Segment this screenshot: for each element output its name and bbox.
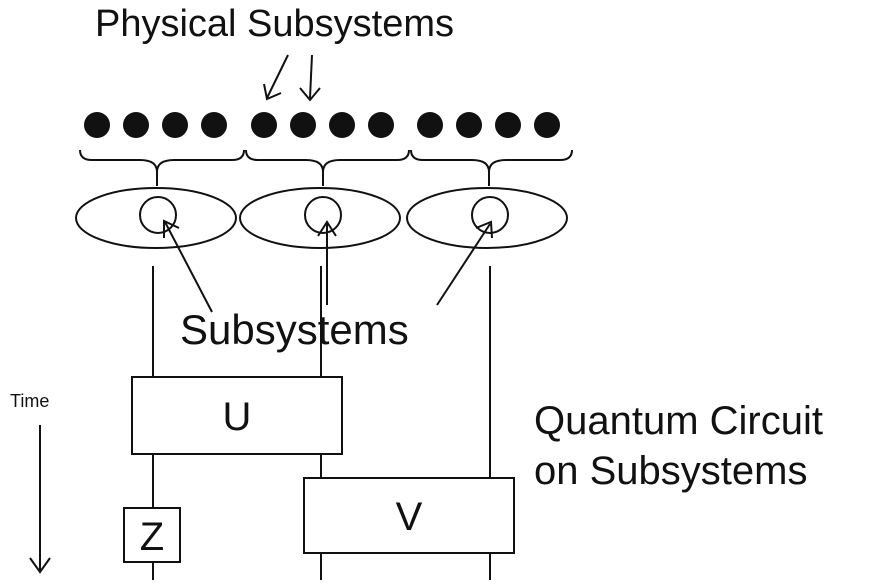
- physical-dot: [368, 112, 394, 138]
- physical-dot: [201, 112, 227, 138]
- gate-v-label: V: [396, 495, 423, 539]
- braces: [79, 149, 573, 186]
- title-arrows: [263, 54, 321, 102]
- subsystem-ellipse-1: [75, 187, 237, 249]
- time-arrow: [29, 425, 51, 574]
- gate-z: Z: [123, 507, 181, 563]
- physical-dot: [417, 112, 443, 138]
- brace-2: [245, 149, 410, 186]
- brace-3: [410, 149, 573, 186]
- subsystem-ellipses: [75, 187, 568, 249]
- title-arrow-right-head: [299, 87, 321, 102]
- gate-u-label: U: [223, 395, 252, 439]
- subsystem-circle-2: [304, 196, 342, 234]
- gate-u-box: [131, 376, 343, 455]
- circuit-label-line1: Quantum Circuit: [534, 399, 823, 443]
- physical-dot: [456, 112, 482, 138]
- physical-dot: [84, 112, 110, 138]
- physical-dot: [123, 112, 149, 138]
- physical-dot: [162, 112, 188, 138]
- subsystem-ellipse-3: [406, 187, 568, 249]
- title-arrow-right: [309, 54, 313, 99]
- time-label: Time: [10, 391, 49, 411]
- subsystem-ellipse-2: [239, 187, 401, 249]
- subsystem-circle-1: [139, 196, 177, 234]
- physical-dot: [290, 112, 316, 138]
- gate-u: U: [131, 376, 343, 455]
- subsystems-label: Subsystems: [180, 306, 409, 353]
- subsystems-arrows: [163, 219, 493, 313]
- subsystems-arrow-1: [164, 221, 213, 313]
- gate-z-label: Z: [140, 515, 164, 559]
- subsystems-arrow-3: [436, 223, 491, 306]
- physical-subsystems-label: Physical Subsystems: [95, 3, 454, 45]
- gate-v-box: [303, 477, 515, 554]
- physical-dots: [84, 112, 560, 138]
- brace-1: [79, 149, 245, 186]
- physical-dot: [251, 112, 277, 138]
- subsystem-circle-3: [471, 196, 509, 234]
- gate-v: V: [303, 477, 515, 554]
- title-arrow-left: [266, 54, 289, 99]
- gate-z-box: [123, 507, 181, 563]
- physical-dot: [534, 112, 560, 138]
- physical-dot: [329, 112, 355, 138]
- circuit-label-line2: on Subsystems: [534, 449, 807, 493]
- title-arrow-left-head: [263, 83, 282, 101]
- circuit-wires: [152, 266, 491, 580]
- physical-dot: [495, 112, 521, 138]
